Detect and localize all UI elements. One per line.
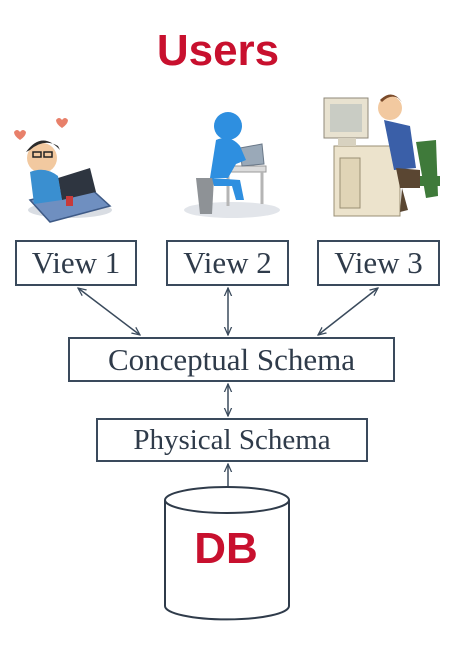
user-at-desk-icon xyxy=(184,112,280,218)
user-at-computer-icon xyxy=(323,94,440,217)
view-1-box: View 1 xyxy=(15,240,137,286)
view-2-label: View 2 xyxy=(183,245,272,280)
view-2-box: View 2 xyxy=(166,240,289,286)
conceptual-schema-box: Conceptual Schema xyxy=(68,337,395,382)
database-cylinder-icon xyxy=(164,486,290,621)
diagram-title: Users xyxy=(156,26,280,75)
db-label: DB xyxy=(194,524,258,573)
arrow-view1-conceptual xyxy=(78,288,140,335)
view-3-box: View 3 xyxy=(317,240,440,286)
user-with-laptop-icon xyxy=(14,118,112,223)
view-3-label: View 3 xyxy=(334,245,423,280)
arrow-view3-conceptual xyxy=(318,288,378,335)
conceptual-schema-label: Conceptual Schema xyxy=(107,341,356,377)
physical-schema-label: Physical Schema xyxy=(133,423,331,456)
physical-schema-box: Physical Schema xyxy=(96,418,368,462)
view-1-label: View 1 xyxy=(31,245,121,280)
